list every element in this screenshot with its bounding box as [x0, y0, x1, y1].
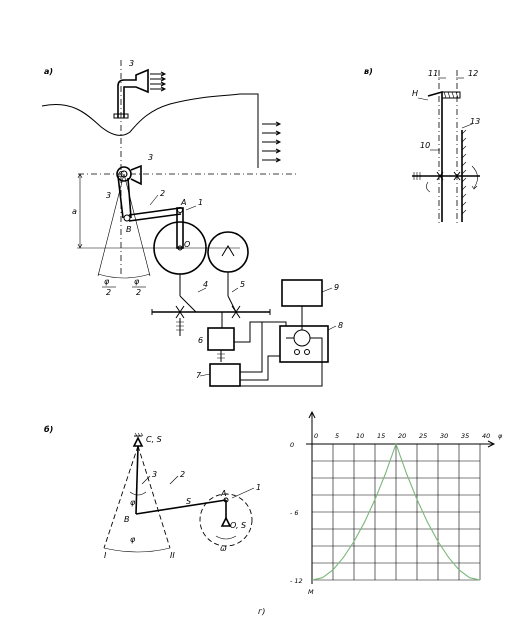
hyd-line-2: [240, 355, 280, 381]
label-h: H: [412, 89, 418, 98]
block-8: [279, 325, 329, 363]
x-tick-label: 35: [461, 432, 469, 440]
label-5: 5: [240, 280, 245, 289]
label-8: 8: [338, 321, 343, 330]
y-tick-label: - 12: [290, 577, 303, 585]
flow-arrows: [262, 121, 282, 163]
label-11: 11: [428, 69, 438, 78]
pivot-c: [116, 164, 142, 186]
label-ii: II: [170, 551, 175, 560]
joint-b: [123, 214, 131, 222]
rocker-3-b: [135, 445, 139, 515]
x-tick-label: 10: [356, 432, 364, 440]
y-axis-arrow: [308, 410, 316, 419]
label-7: 7: [196, 371, 202, 380]
x-tick-label: 20: [398, 432, 406, 440]
y-tick-label: - 6: [290, 509, 299, 517]
label-i: I: [104, 551, 107, 560]
label-1: 1: [198, 198, 203, 207]
blade-h: [427, 90, 443, 222]
label-phi-b: φ: [130, 498, 136, 507]
torque-chart: 0 5 10 15 20 25 30 35 40 0 - 6 - 12 φM: [290, 410, 503, 596]
label-omega: ω: [220, 544, 227, 553]
label-3-mid: 3: [148, 153, 153, 162]
crank-circle: [199, 493, 253, 547]
x-tick-label: 15: [377, 432, 385, 440]
label-2: 2: [160, 189, 165, 198]
label-6: 6: [198, 336, 203, 345]
swing-line-ii: [137, 445, 171, 549]
label-cs3: C, S: [146, 435, 162, 444]
panel-v-label: в): [364, 67, 373, 76]
label-phi-right: φ: [134, 277, 140, 286]
label-2-b: 2: [180, 470, 185, 479]
hyd-line-3: [240, 337, 323, 387]
label-s2: S: [186, 497, 191, 506]
block-6: [207, 327, 235, 351]
label-13: 13: [470, 117, 480, 126]
label-3-b: 3: [152, 470, 157, 479]
label-b: B: [126, 225, 132, 234]
x-tick-label: 40: [482, 432, 490, 440]
y-tick-label: 0: [290, 441, 294, 449]
label-9: 9: [334, 283, 339, 292]
plate-11-12: [441, 91, 461, 99]
label-c: C: [118, 170, 124, 179]
panel-a-label: а): [44, 67, 53, 76]
x-tick-label: 0: [314, 432, 318, 440]
label-b-b: B: [124, 515, 130, 524]
label-10: 10: [420, 141, 430, 150]
x-axis-arrow: [487, 440, 496, 448]
gear-small-support: [221, 245, 235, 257]
label-4: 4: [203, 280, 208, 289]
label-a: A: [180, 198, 186, 207]
rocker-3-b: [127, 177, 132, 219]
hyd-line-1: [240, 321, 287, 373]
label-phi-bottom: φ: [130, 535, 136, 544]
valve-8: [293, 329, 311, 347]
x-tick-label: 25: [419, 432, 427, 440]
label-o: O: [184, 240, 190, 249]
x-tick-label: 30: [440, 432, 448, 440]
y-axis-label: M: [308, 588, 314, 596]
block-7: [209, 363, 241, 387]
connecting-rod-b: [135, 499, 227, 515]
label-a-dim: a: [72, 207, 77, 216]
rocker-3-a: [117, 175, 124, 219]
block-9: [281, 279, 323, 307]
series-line-0: [311, 442, 481, 581]
panel-b-label: б): [44, 424, 53, 434]
x-tick-label: 5: [335, 432, 339, 440]
label-half-left: 2: [106, 288, 111, 297]
swing-line-i: [103, 445, 139, 549]
top-nozzle: [113, 68, 167, 119]
label-os1: O, S: [230, 521, 246, 530]
connecting-rod-2: [128, 207, 182, 222]
gear-small: [207, 231, 249, 273]
label-phi-left: φ: [104, 277, 110, 286]
label-a-b: A: [220, 489, 226, 498]
label-half-right: 2: [136, 288, 141, 297]
label-3-top: 3: [129, 59, 134, 68]
label-3-left: 3: [106, 191, 111, 200]
label-12: 12: [468, 69, 478, 78]
x-axis-label: φ: [498, 432, 503, 440]
surface-profile: [41, 93, 259, 168]
panel-g-label: г): [258, 607, 265, 616]
label-1-b: 1: [256, 483, 261, 492]
